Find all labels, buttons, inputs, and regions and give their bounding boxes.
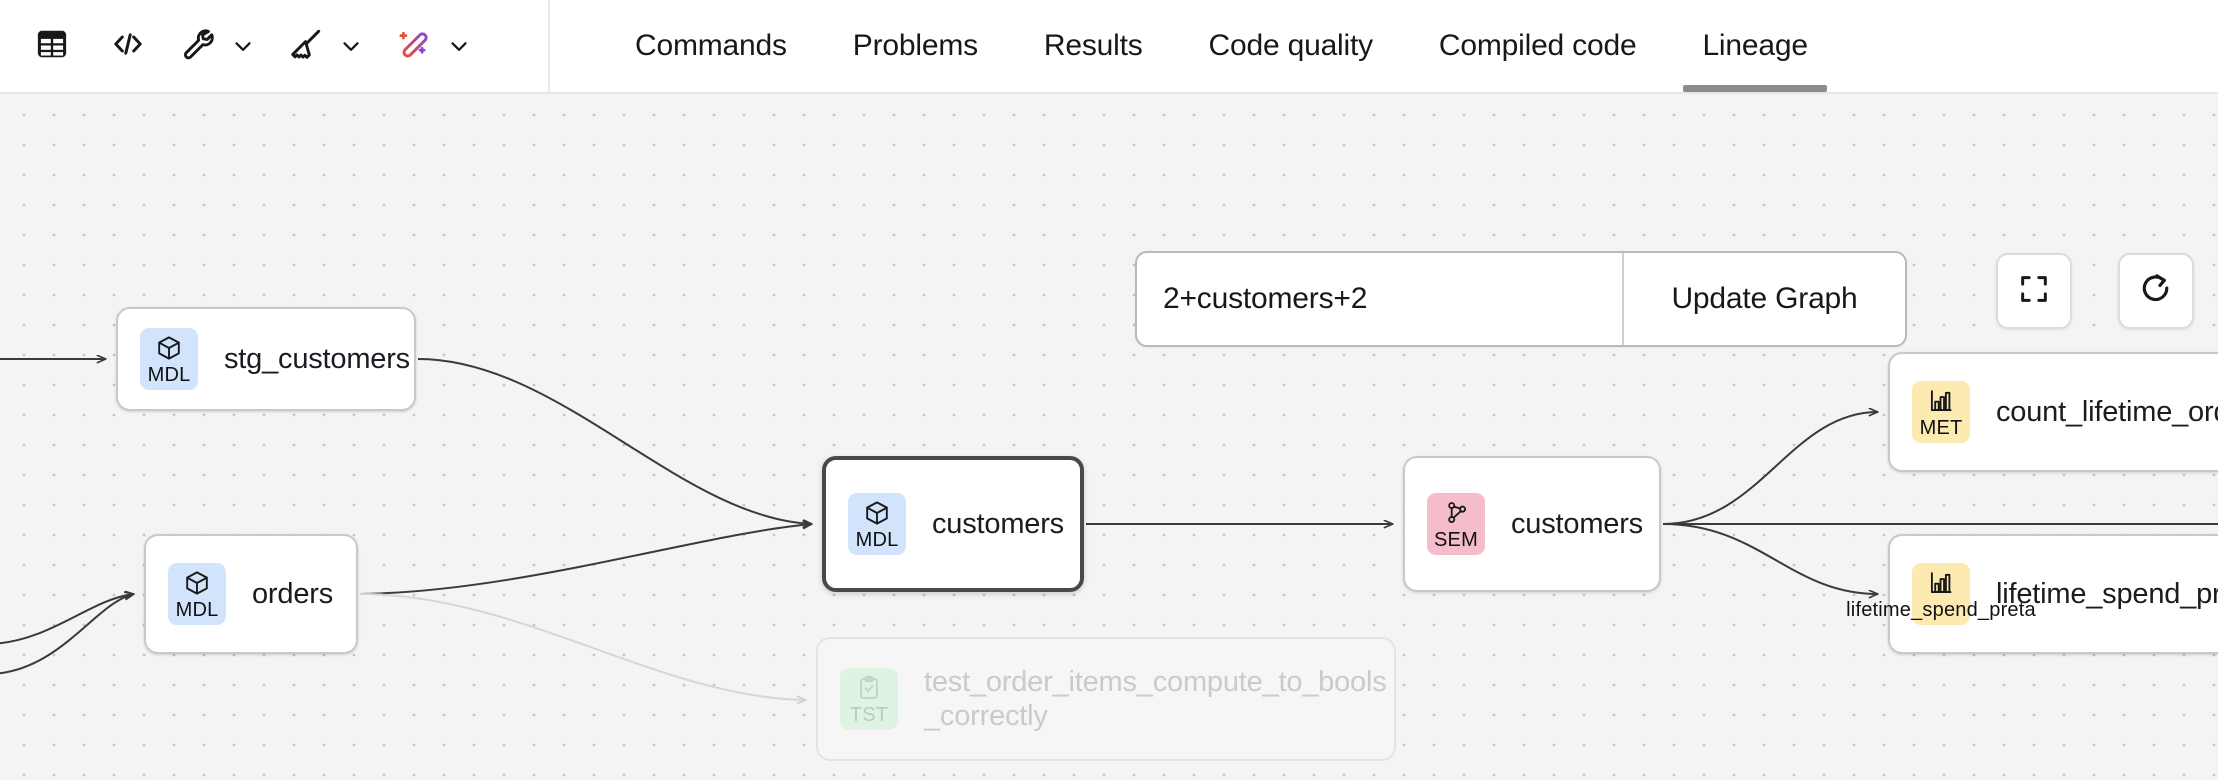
format-chevron-down-icon[interactable] [332, 18, 370, 74]
mdl-badge: MDL [168, 563, 226, 625]
node-label: orders [252, 577, 333, 610]
cube-icon [183, 569, 211, 597]
format-group [280, 18, 370, 74]
mdl-badge: MDL [848, 493, 906, 555]
lineage-node-test-order-items[interactable]: TST test_order_items_compute_to_bools _c… [816, 637, 1396, 761]
tab-results[interactable]: Results [1043, 29, 1143, 62]
cube-icon [155, 334, 183, 362]
magic-wand-icon [395, 25, 433, 68]
lineage-node-stg-customers[interactable]: MDL stg_customers [116, 307, 416, 411]
badge-label: MET [1919, 416, 1963, 439]
node-label: customers [1511, 507, 1643, 540]
update-graph-button[interactable]: Update Graph [1622, 253, 1905, 345]
tab-code-quality[interactable]: Code quality [1208, 29, 1374, 62]
tab-commands[interactable]: Commands [635, 29, 787, 62]
network-nodes-icon [1442, 499, 1470, 527]
wrench-button[interactable] [172, 18, 224, 74]
refresh-icon [2138, 271, 2174, 312]
badge-label: TST [849, 703, 889, 726]
node-label: lifetime_spend_preta [1996, 577, 2218, 610]
lineage-node-customers-model[interactable]: MDL customers [822, 456, 1084, 592]
lineage-canvas[interactable]: MDL stg_customers MDL orders MDL [0, 94, 2218, 780]
table-view-button[interactable] [26, 18, 78, 74]
lineage-node-lifetime-spend-pretax[interactable]: lifetime_spend_preta lifetime_spend_pret… [1846, 534, 2218, 654]
node-label: customers [932, 507, 1064, 540]
broom-icon [287, 25, 325, 68]
met-badge: lifetime_spend_preta [1846, 563, 2036, 625]
node-label: count_lifetime_order [1996, 395, 2218, 428]
refresh-button[interactable] [2118, 253, 2194, 329]
code-view-button[interactable] [102, 18, 154, 74]
table-icon [34, 26, 70, 67]
node-label: test_order_items_compute_to_bools _corre… [924, 665, 1387, 732]
cube-icon [863, 499, 891, 527]
badge-label: MDL [855, 528, 899, 551]
fit-screen-icon [2017, 272, 2051, 311]
tab-lineage[interactable]: Lineage [1669, 0, 1840, 92]
tools-group [172, 18, 262, 74]
tools-chevron-down-icon[interactable] [224, 18, 262, 74]
tab-compiled-code[interactable]: Compiled code [1438, 29, 1637, 62]
mdl-badge: MDL [140, 328, 198, 390]
lineage-search-bar: Update Graph [1135, 251, 1907, 347]
tab-problems[interactable]: Problems [852, 29, 978, 62]
lineage-search-input[interactable] [1137, 253, 1622, 345]
lineage-node-customers-semantic[interactable]: SEM customers [1403, 456, 1661, 592]
ai-assist-group [388, 18, 478, 74]
panel-tabs: Commands Problems Results Code quality C… [550, 0, 1841, 92]
magic-wand-button[interactable] [388, 18, 440, 74]
badge-label: SEM [1434, 528, 1478, 551]
bar-chart-icon [1927, 569, 1955, 597]
broom-button[interactable] [280, 18, 332, 74]
badge-label: MDL [147, 363, 191, 386]
node-label: lifetime_spend_preta [1846, 598, 2036, 621]
sem-badge: SEM [1427, 493, 1485, 555]
bar-chart-icon [1927, 387, 1955, 415]
clipboard-check-icon [855, 674, 883, 702]
lineage-node-count-lifetime-orders[interactable]: MET count_lifetime_order [1888, 352, 2218, 472]
fit-view-button[interactable] [1996, 253, 2072, 329]
code-brackets-icon [109, 25, 147, 68]
wrench-icon [179, 25, 217, 68]
node-label: stg_customers [224, 342, 410, 375]
met-badge: MET [1912, 381, 1970, 443]
tst-badge: TST [840, 668, 898, 730]
editor-header: Commands Problems Results Code quality C… [0, 0, 2218, 94]
lineage-node-orders[interactable]: MDL orders [144, 534, 358, 654]
badge-label: MDL [175, 598, 219, 621]
ai-assist-chevron-down-icon[interactable] [440, 18, 478, 74]
editor-toolbar [0, 0, 550, 92]
